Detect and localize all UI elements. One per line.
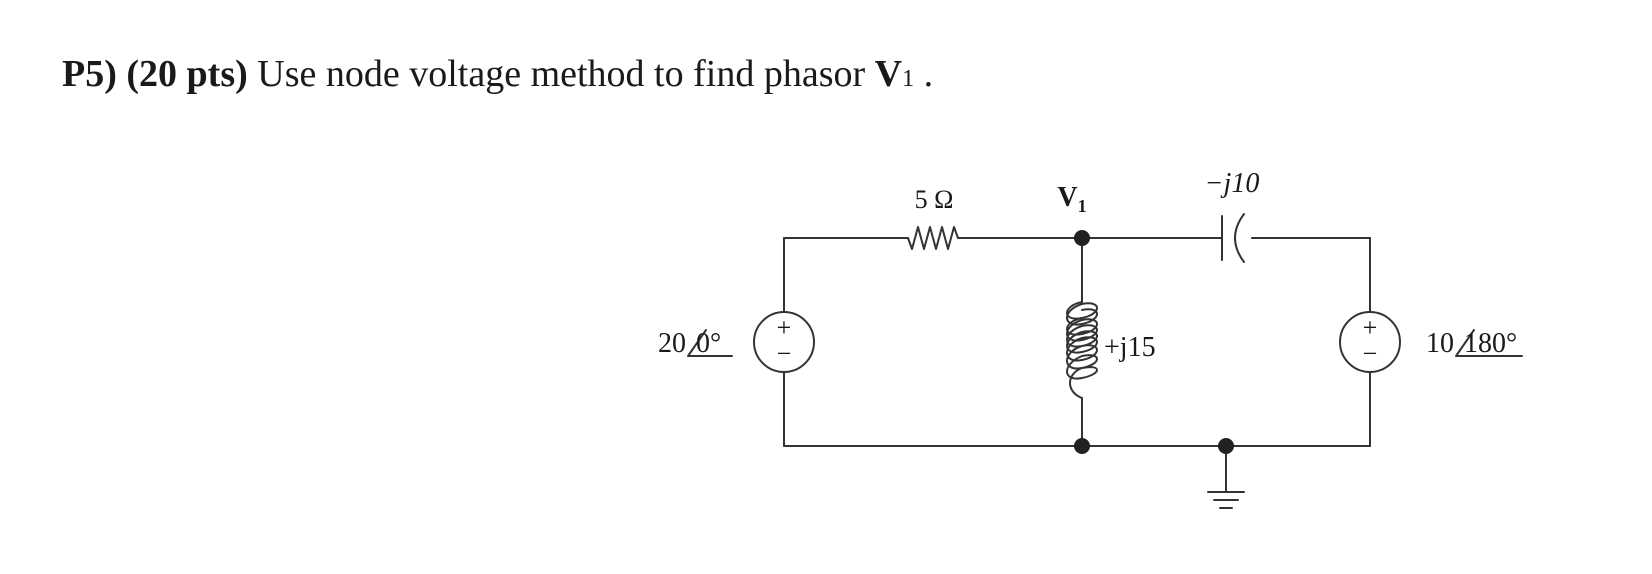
source-left-magnitude: 20 [658, 328, 686, 359]
problem-text: Use node voltage method to find phasor [257, 53, 866, 95]
source-right-minus: − [1363, 339, 1378, 368]
angle-symbol-right [1455, 329, 1523, 357]
node-label-letter: V [1057, 182, 1077, 213]
inductor-coil-lower [1066, 317, 1098, 399]
source-left-plus: + [777, 313, 792, 342]
source-left-angle: 0° [696, 328, 721, 359]
problem-statement: P5) (20 pts) Use node voltage method to … [62, 52, 933, 96]
capacitor-plate-curved [1234, 213, 1245, 263]
angle-symbol-left [687, 329, 733, 357]
node-dot-bottom-middle [1074, 438, 1090, 454]
source-right-plus: + [1363, 313, 1378, 342]
node-label-subscript: 1 [1078, 196, 1087, 216]
inductor-label: +j15 [1104, 332, 1156, 363]
capacitor-label: −j10 [1205, 168, 1260, 199]
source-left-minus: − [777, 339, 792, 368]
voltage-source-right [1339, 311, 1401, 373]
node-dot-v1 [1074, 230, 1090, 246]
voltage-source-left [753, 311, 815, 373]
problem-end: . [923, 53, 934, 95]
resistor-label: 5 Ω [915, 185, 954, 214]
resistor-5-ohm [907, 226, 963, 250]
problem-variable: V [874, 53, 903, 95]
problem-variable-subscript: 1 [902, 66, 915, 92]
inductor-j15 [1066, 301, 1098, 326]
problem-number: P5) [62, 53, 117, 95]
source-right-magnitude: 10 [1426, 328, 1454, 359]
node-dot-ground [1218, 438, 1234, 454]
node-label-v1: V1 [1057, 182, 1086, 216]
problem-points: (20 pts) [126, 53, 248, 95]
source-right-angle: 180° [1464, 328, 1517, 359]
